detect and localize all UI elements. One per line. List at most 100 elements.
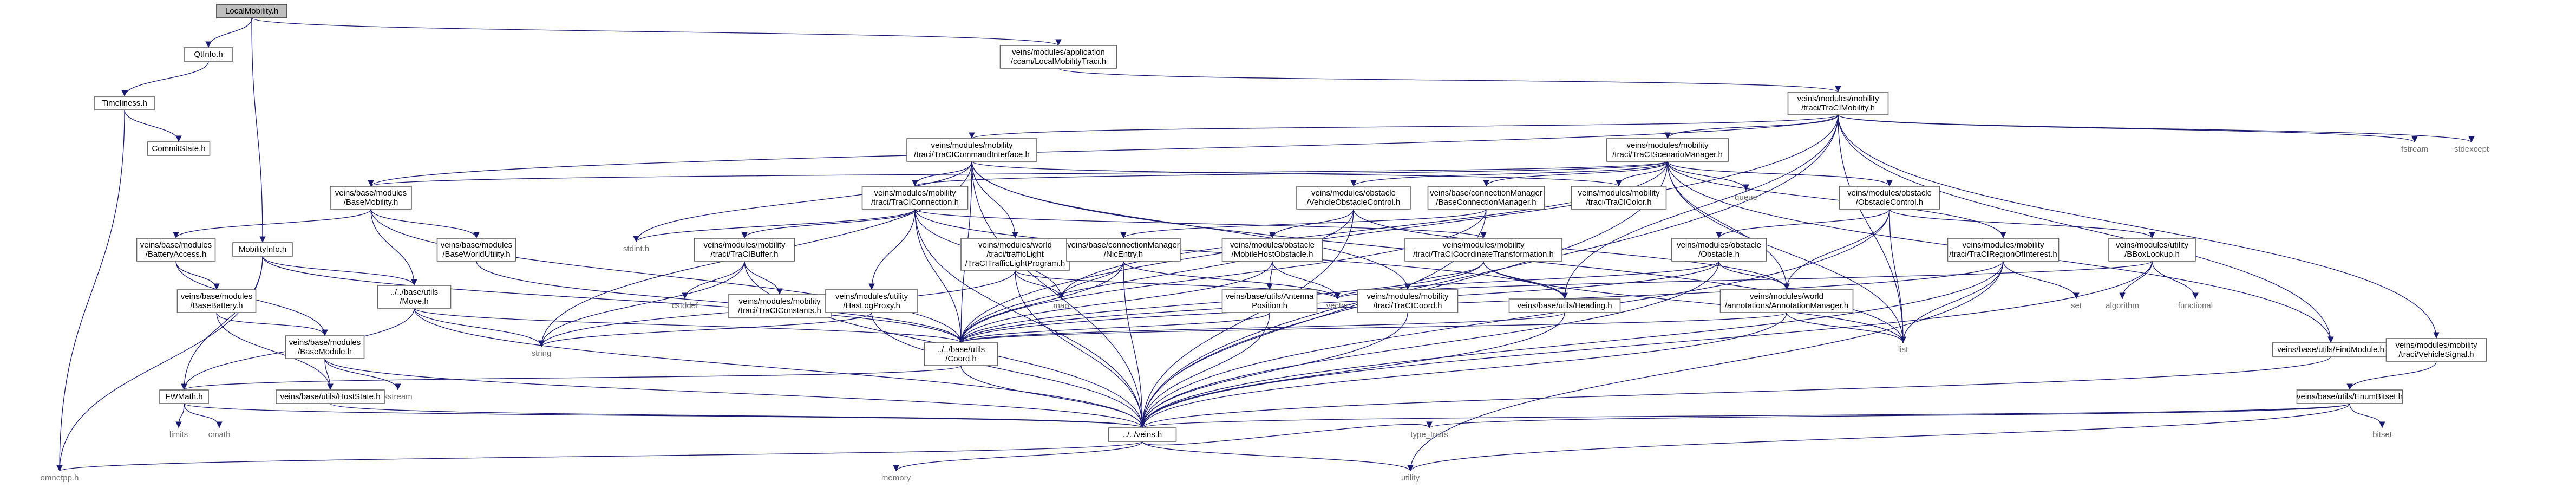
node-label: /NicEntry.h [1104,250,1143,259]
node-box [694,238,795,262]
node-basemobility-h[interactable]: veins/base/modules/BaseMobility.h [330,186,412,210]
node-tracicoordtransform-h[interactable]: veins/modules/mobility/traci/TraCICoordi… [1404,238,1562,262]
edge-basebattery-h-to-basemodule-h [216,312,328,336]
node-move-h[interactable]: ../../base/utils/Move.h [377,285,452,309]
node-traciregionofinterest-h[interactable]: veins/modules/mobility/traci/TraCIRegion… [1947,238,2060,262]
edge-obstaclecontrol-h-to-obstacle-h [1716,209,1890,239]
node-findmodule-h[interactable]: veins/base/utils/FindModule.h [2272,342,2390,357]
node-hoststate-h[interactable]: veins/base/utils/HostState.h [276,389,385,404]
edge-findmodule-h-to-veins-h [1139,356,2331,428]
edge-move-h-to-string [414,308,545,347]
node-tracibuffer-h[interactable]: veins/modules/mobility/traci/TraCIBuffer… [694,238,795,262]
node-box [1787,92,1889,115]
node-traciconnection-h[interactable]: veins/modules/mobility/traci/TraCIConnec… [861,186,969,210]
node-label: /traci/TraCICommandInterface.h [914,150,1030,159]
edge-basemodule-h-to-hoststate-h [324,358,334,391]
node-obstaclecontrol-h[interactable]: veins/modules/obstacle/ObstacleControl.h [1839,186,1940,210]
node-basemodule-h[interactable]: veins/base/modules/BaseModule.h [285,335,365,359]
node-traciscenariomanager-h[interactable]: veins/modules/mobility/traci/TraCIScenar… [1606,138,1729,162]
node-label: veins/modules/utility [835,292,908,301]
node-tracicolor-h[interactable]: veins/modules/mobility/traci/TraCIColor.… [1571,186,1667,210]
node-fwmath-h[interactable]: FWMath.h [159,389,209,404]
node-label: /traci/TraCICoord.h [1374,301,1442,310]
node-label: /BatteryAccess.h [146,250,207,259]
node-tracimobility-h[interactable]: veins/modules/mobility/traci/TraCIMobili… [1787,92,1889,115]
node-mobilityinfo-h[interactable]: MobilityInfo.h [232,242,293,257]
node-label: veins/modules/mobility [1797,94,1879,103]
node-basebattery-h[interactable]: veins/base/modules/BaseBattery.h [176,289,257,313]
node-commitstate-h[interactable]: CommitState.h [147,141,211,156]
node-label: Timeliness.h [102,99,147,108]
edge-tracitrafficlightprogram-h-to-vector [1015,270,1341,300]
edge-enumbitset-h-to-utility [1407,403,2350,472]
node-traciconstants-h[interactable]: veins/modules/mobility/traci/TraCIConsta… [728,294,832,318]
node-label: stdexcept [2454,145,2489,154]
edge-mobileoobstacle-h-to-antennaposition-h [1266,261,1273,290]
node-box [1606,138,1729,162]
node-label: /Move.h [400,297,428,306]
edge-heading-h-to-veins-h [1139,312,1565,428]
node-label: LocalMobility.h [225,6,278,16]
edge-batteryaccess-h-to-basebattery-h [175,261,220,290]
node-tracitrafficlightprogram-h[interactable]: veins/modules/world/traci/trafficLight/T… [960,238,1070,271]
edge-traciscenariomanager-h-to-vehicleobstaclecontrol-h [1350,161,1668,187]
node-mobileoobstacle-h[interactable]: veins/modules/obstacle/MobileHostObstacl… [1221,238,1323,262]
node-label: CommitState.h [152,144,205,153]
edge-fwmath-h-to-veins-h [184,403,1146,428]
node-aabblookup-h[interactable]: veins/modules/utility/BBoxLookup.h [2108,238,2196,262]
node-localmobilitytraci-h[interactable]: veins/modules/application/ccam/LocalMobi… [999,45,1117,69]
node-label: veins/modules/mobility [1367,292,1449,301]
edge-traciscenariomanager-h-to-basemobility-h [368,161,1668,187]
node-heading-h[interactable]: veins/base/utils/Heading.h [1508,298,1621,313]
node-nicentry-h[interactable]: veins/base/connectionManager/NicEntry.h [1066,238,1181,262]
node-enumbitset-h[interactable]: veins/base/utils/EnumBitset.h [2296,389,2403,404]
node-box [1508,298,1621,313]
node-box [1108,427,1177,442]
node-set: set [2071,301,2082,310]
node-tracicommandinterface-h[interactable]: veins/modules/mobility/traci/TraCIComman… [906,138,1037,162]
edge-traciscenariomanager-h-to-tracicolor-h [1616,161,1668,187]
node-label: /HasLogProxy.h [843,301,900,310]
node-veins-h[interactable]: ../../veins.h [1108,427,1177,442]
node-label: veins/modules/obstacle [1230,240,1315,250]
edge-traciscenariomanager-h-to-annotationmanager-h [1667,161,1790,290]
edge-nicentry-h-to-veins-h [1123,261,1146,428]
node-label: algorithm [2106,301,2139,310]
node-label: sstream [383,392,412,401]
node-batteryaccess-h[interactable]: veins/base/modules/BatteryAccess.h [136,238,216,262]
node-label: limits [169,430,188,439]
edge-move-h-to-veins-h [414,308,1146,428]
node-label: functional [2178,301,2213,310]
edge-aabblookup-h-to-veins-h [1139,261,2153,428]
node-coord-h[interactable]: ../../base/utils/Coord.h [924,342,998,366]
edge-tracicoordtransform-h-to-list [1483,261,1906,343]
edge-nicentry-h-to-map [1058,261,1124,300]
node-qtinfo-h[interactable]: QtInfo.h [184,47,233,62]
node-timeliness-h[interactable]: Timeliness.h [94,96,155,110]
edge-traciconnection-h-to-veins-h [914,209,1146,428]
edge-tracimobility-h-to-coord-h [958,114,1839,343]
node-label: /traci/TraCIBuffer.h [710,250,778,259]
node-localmobility-h[interactable]: LocalMobility.h [216,4,287,18]
node-box [377,285,452,309]
node-label: vector [1326,301,1349,310]
edge-veins-h-to-omnetpp-h [56,441,1143,472]
node-vehicleobstaclecontrol-h[interactable]: veins/modules/obstacle/VehicleObstacleCo… [1296,186,1411,210]
node-map: map [1053,301,1069,310]
node-hascoord-h[interactable]: veins/modules/utility/HasLogProxy.h [825,289,918,313]
edge-basemobility-h-to-baseworldutility-h [370,209,480,239]
node-label: list [1898,345,1908,354]
node-annotationmanager-h[interactable]: veins/modules/world/annotations/Annotati… [1719,289,1854,313]
node-label: /BaseModule.h [298,347,352,356]
node-obstacle-h[interactable]: veins/modules/obstacle/Obstacle.h [1671,238,1767,262]
edge-traciscenariomanager-h-to-queue [1667,161,1749,191]
node-baseconnectionmanager-h[interactable]: veins/base/connectionManager/BaseConnect… [1427,186,1545,210]
edge-timeliness-h-to-omnetpp-h [56,109,125,472]
node-tracicoord-h[interactable]: veins/modules/mobility/traci/TraCICoord.… [1357,289,1459,313]
edge-qtinfo-h-to-timeliness-h [121,61,209,97]
edge-veins-h-to-type-traits [1142,421,1433,446]
node-vehiclesignal-h[interactable]: veins/modules/mobility/traci/VehicleSign… [2385,338,2487,362]
node-baseworldutility-h[interactable]: veins/base/modules/BaseWorldUtility.h [436,238,516,262]
edge-veins-h-to-memory [893,441,1143,472]
